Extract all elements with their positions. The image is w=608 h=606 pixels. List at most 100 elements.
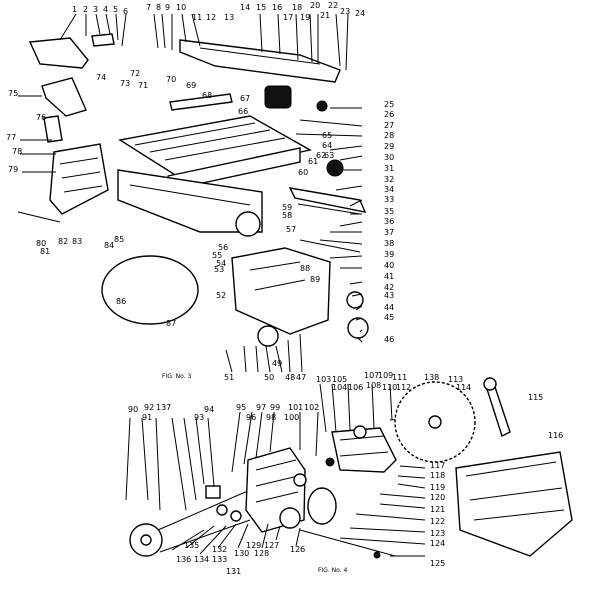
- callout-number: 18: [292, 3, 302, 12]
- fig3-drawing: [17, 13, 369, 373]
- callout-number: 66: [238, 107, 248, 116]
- callout-number: 58: [282, 211, 292, 220]
- callout-number: 135: [184, 541, 199, 550]
- callout-number: 124: [430, 539, 445, 548]
- callout-number: 68: [202, 91, 212, 100]
- cabinet-base: [455, 451, 573, 557]
- callout-number: 120: [430, 493, 445, 502]
- callout-number: 42: [384, 283, 394, 292]
- callout-number: 55: [212, 251, 222, 260]
- callout-number: 5: [113, 5, 118, 14]
- callout-number: 43: [384, 291, 394, 300]
- callout-number: 108: [366, 381, 381, 390]
- miter-bar: [43, 115, 63, 143]
- callout-number: 63: [324, 151, 334, 160]
- callout-number: 40: [384, 261, 394, 270]
- callout-number: 39: [384, 250, 394, 259]
- callout-number: 71: [138, 81, 148, 90]
- callout-number: 73: [120, 79, 130, 88]
- callout-number: 52: [216, 291, 226, 300]
- callout-number: 26: [384, 110, 394, 119]
- callout-number: 132: [212, 545, 227, 554]
- callout-number: 128: [254, 549, 269, 558]
- callout-number: 103: [316, 375, 331, 384]
- callout-number: 36: [384, 217, 394, 226]
- callout-number: 19: [300, 13, 310, 22]
- callout-number: 32: [384, 175, 394, 184]
- callout-number: 15: [256, 3, 266, 12]
- figure-caption: FIG. No. 4: [318, 567, 348, 574]
- callout-number: 30: [384, 153, 394, 162]
- callout-number: 2: [83, 5, 88, 14]
- callout-number: 46: [384, 335, 394, 344]
- callout-number: 86: [116, 297, 126, 306]
- callout-number: 9: [165, 3, 170, 12]
- motor-frame: [231, 247, 331, 335]
- callout-number: 4: [103, 5, 108, 14]
- handwheel: [347, 317, 369, 339]
- base-frame: [117, 169, 263, 233]
- blade-guard: [49, 143, 109, 215]
- callout-number: 89: [310, 275, 320, 284]
- callout-number: 130: [234, 549, 249, 558]
- callout-number: 127: [264, 541, 279, 550]
- callout-number: 98: [266, 413, 276, 422]
- callout-number: 60: [298, 168, 308, 177]
- callout-number: 84: [104, 241, 114, 250]
- callout-number: 48: [285, 373, 295, 382]
- callout-number: 69: [186, 81, 196, 90]
- callout-number: 14: [240, 3, 250, 12]
- callout-number: 126: [290, 545, 305, 554]
- callout-number: 28: [384, 131, 394, 140]
- callout-number: 122: [430, 517, 445, 526]
- callout-number: 1: [72, 5, 77, 14]
- callout-number: 59: [282, 203, 292, 212]
- callout-number: 95: [236, 403, 246, 412]
- callout-number: 41: [384, 272, 394, 281]
- callout-number: 67: [240, 94, 250, 103]
- callout-number: 20: [310, 1, 320, 10]
- callout-number: 113: [448, 375, 463, 384]
- callout-number: 78: [12, 147, 22, 156]
- callout-number: 21: [320, 11, 330, 20]
- callout-number: 34: [384, 185, 394, 194]
- callout-number: 123: [430, 529, 445, 538]
- callout-number: 6: [123, 7, 128, 16]
- callout-number: 74: [96, 73, 106, 82]
- callout-number: 8: [156, 3, 161, 12]
- callout-number: 111: [392, 373, 407, 382]
- callout-number: 47: [296, 373, 306, 382]
- callout-number: 49: [272, 359, 282, 368]
- callout-number: 101: [288, 403, 303, 412]
- figure-caption: FIG. No. 3: [162, 373, 192, 380]
- callout-number: 37: [384, 228, 394, 237]
- callout-number: 102: [304, 403, 319, 412]
- callout-number: 105: [332, 375, 347, 384]
- callout-number: 99: [270, 403, 280, 412]
- callout-number: 79: [8, 165, 18, 174]
- callout-number: 104: [332, 383, 347, 392]
- callout-number: 87: [166, 319, 176, 328]
- callout-number: 38: [384, 239, 394, 248]
- callout-number: 54: [216, 259, 226, 268]
- callout-number: 57: [286, 225, 296, 234]
- fig4-drawing: [125, 377, 573, 559]
- callout-number: 92: [144, 403, 154, 412]
- fence-bracket: [28, 37, 89, 69]
- miter-gauge: [41, 77, 87, 117]
- callout-number: 31: [384, 164, 394, 173]
- callout-number: 131: [226, 567, 241, 576]
- callout-number: 90: [128, 405, 138, 414]
- callout-number: 35: [384, 207, 394, 216]
- callout-number: 45: [384, 313, 394, 322]
- callout-number: 138: [424, 373, 439, 382]
- callout-number: 88: [300, 264, 310, 273]
- rip-fence-rail: [179, 39, 341, 83]
- callout-number: 72: [130, 69, 140, 78]
- callout-number: 22: [328, 1, 338, 10]
- callout-number: 50: [264, 373, 274, 382]
- callout-number: 107: [364, 371, 379, 380]
- housing-ring: [307, 487, 337, 525]
- callout-number: 77: [6, 133, 16, 142]
- callout-number: 13: [224, 13, 234, 22]
